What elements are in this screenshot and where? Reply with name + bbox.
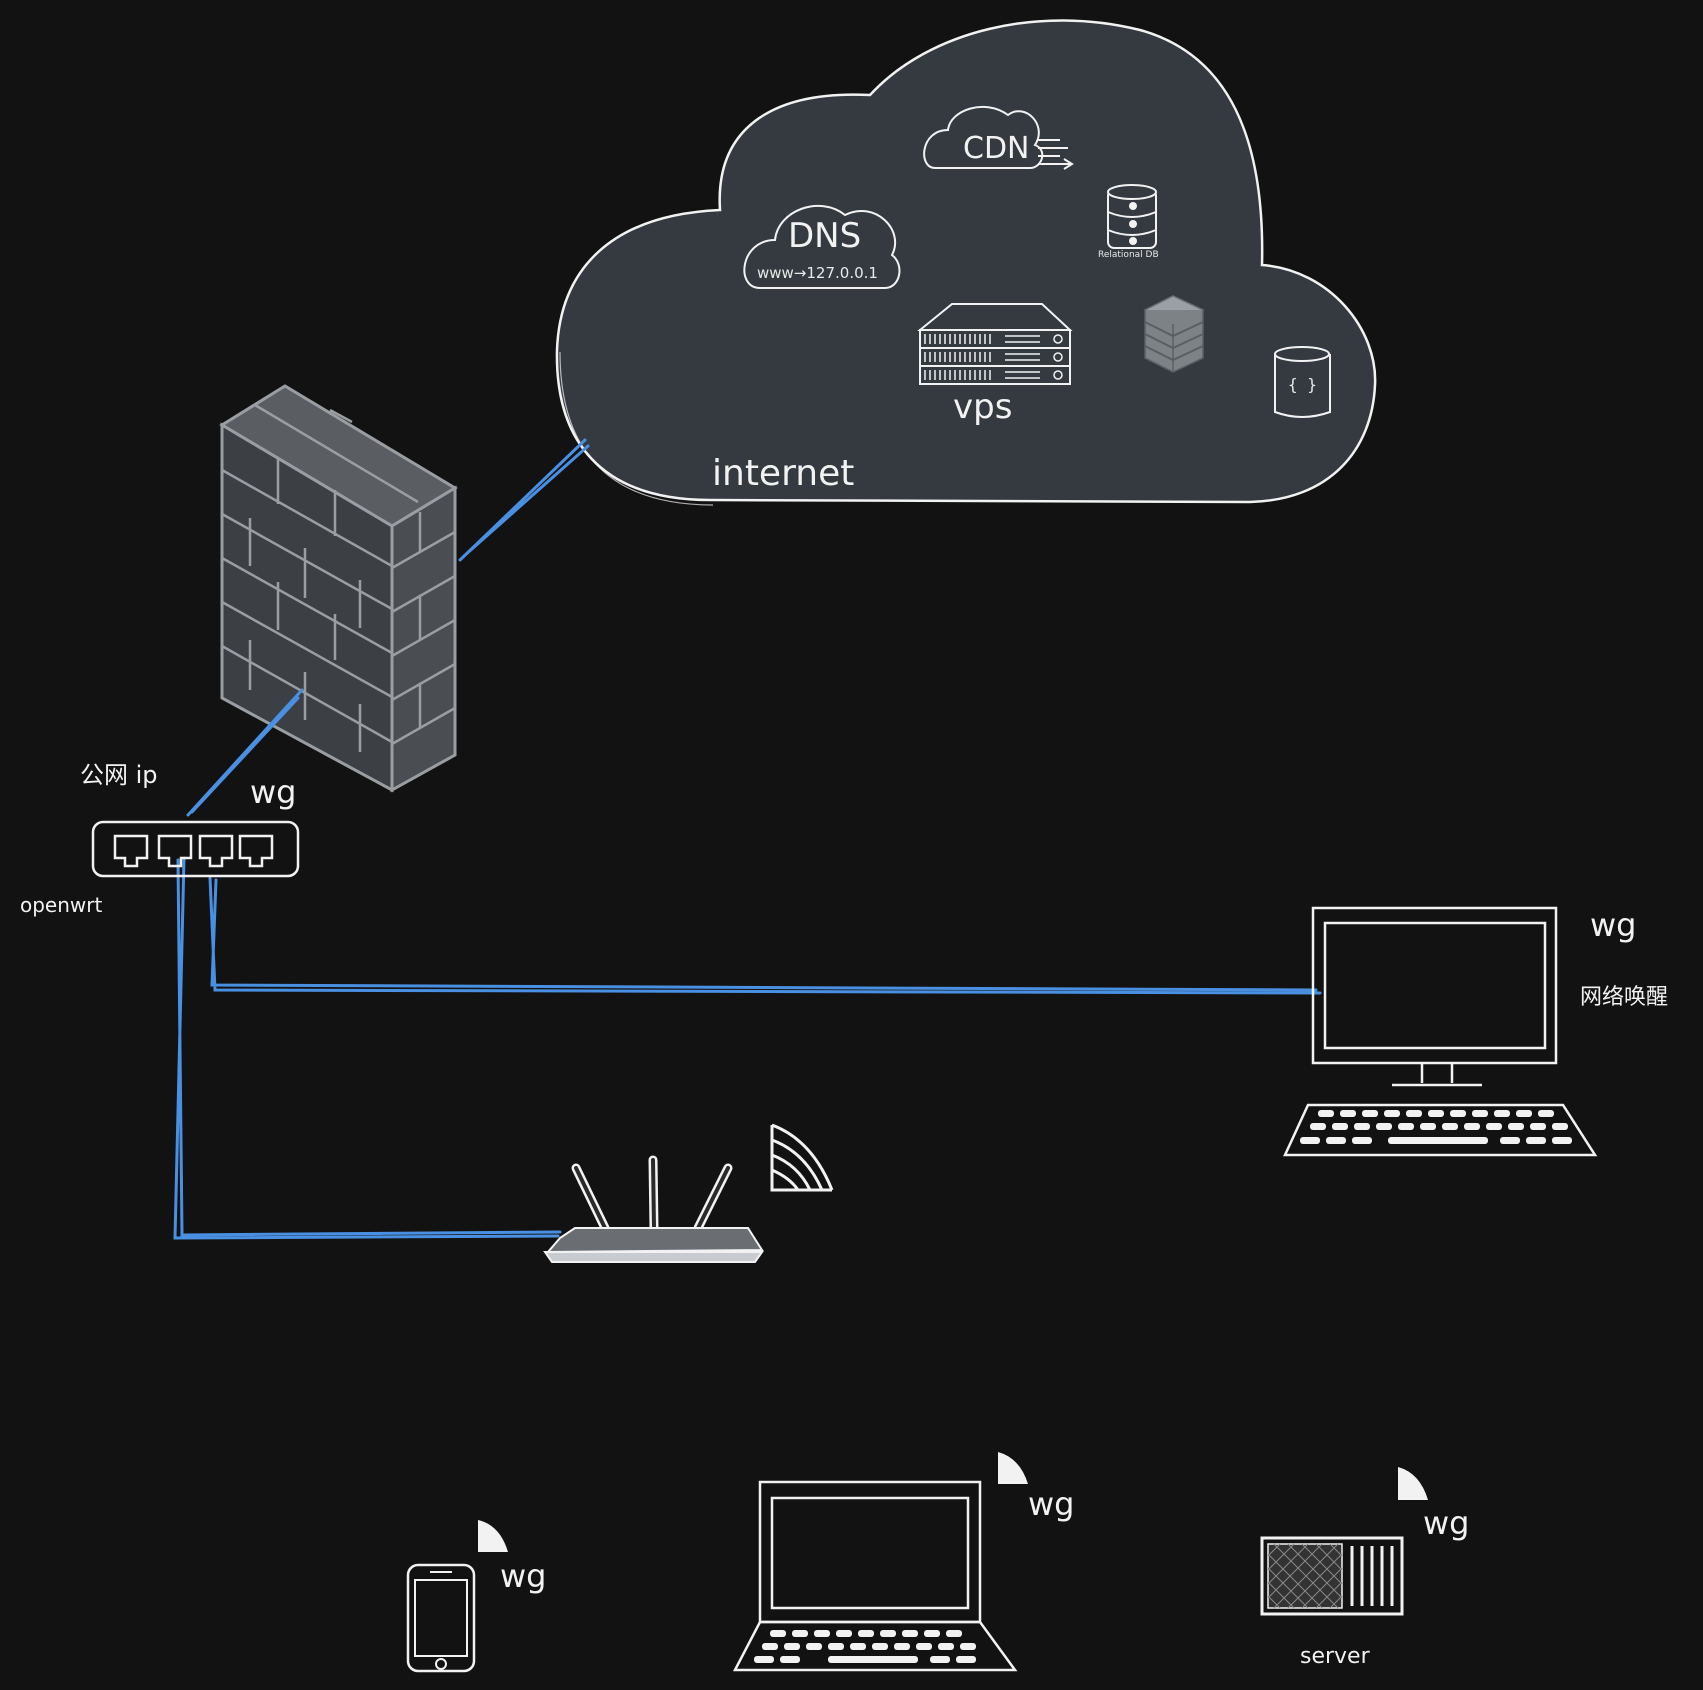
relational-db-icon: Relational DB xyxy=(1098,184,1159,260)
json-store-icon: { } xyxy=(1274,346,1331,418)
laptop-wifi-icon xyxy=(998,1452,1028,1484)
link-router-firewall xyxy=(186,688,304,817)
phone-vpn-label: wg xyxy=(500,1557,546,1595)
link-firewall-cloud xyxy=(458,438,590,562)
openwrt-router: 公网 ip wg openwrt xyxy=(20,761,300,917)
vps-server-icon: vps xyxy=(917,303,1073,427)
router-vpn-label: wg xyxy=(250,773,296,811)
server-name-label: server xyxy=(1300,1644,1371,1669)
cdn-label: CDN xyxy=(963,131,1030,166)
link-router-desktop xyxy=(208,876,1322,995)
relational-db-label: Relational DB xyxy=(1098,250,1159,260)
wifi-signal-icon xyxy=(770,1123,834,1192)
dns-icon: DNS www→127.0.0.1 xyxy=(743,205,901,289)
dns-label: DNS xyxy=(788,216,861,256)
desktop-vpn-label: wg xyxy=(1590,906,1636,944)
laptop-vpn-label: wg xyxy=(1028,1485,1074,1523)
server-device: server xyxy=(1260,1536,1404,1669)
server-vpn-label: wg xyxy=(1423,1504,1469,1542)
dns-mapping: www→127.0.0.1 xyxy=(757,264,878,282)
vps-label: vps xyxy=(953,387,1012,427)
link-router-wifi-ap xyxy=(173,856,562,1240)
wifi-access-point xyxy=(543,1155,764,1263)
phone-device xyxy=(406,1563,476,1673)
internet-label: internet xyxy=(712,453,854,494)
desktop-wol-label: 网络唤醒 xyxy=(1580,985,1668,1010)
firewall-icon xyxy=(219,384,458,793)
cdn-icon: CDN xyxy=(923,105,1074,170)
network-links xyxy=(173,438,1322,1240)
router-name-label: openwrt xyxy=(20,893,102,917)
desktop-computer: wg 网络唤醒 xyxy=(1283,906,1668,1157)
storage-stack-icon xyxy=(1143,295,1205,373)
laptop-device xyxy=(732,1480,1018,1672)
server-wifi-icon xyxy=(1398,1467,1428,1500)
phone-wifi-icon xyxy=(478,1520,508,1552)
public-ip-label: 公网 ip xyxy=(80,761,158,789)
json-store-label: { } xyxy=(1288,375,1317,394)
internet-cloud: internet xyxy=(555,19,1377,506)
